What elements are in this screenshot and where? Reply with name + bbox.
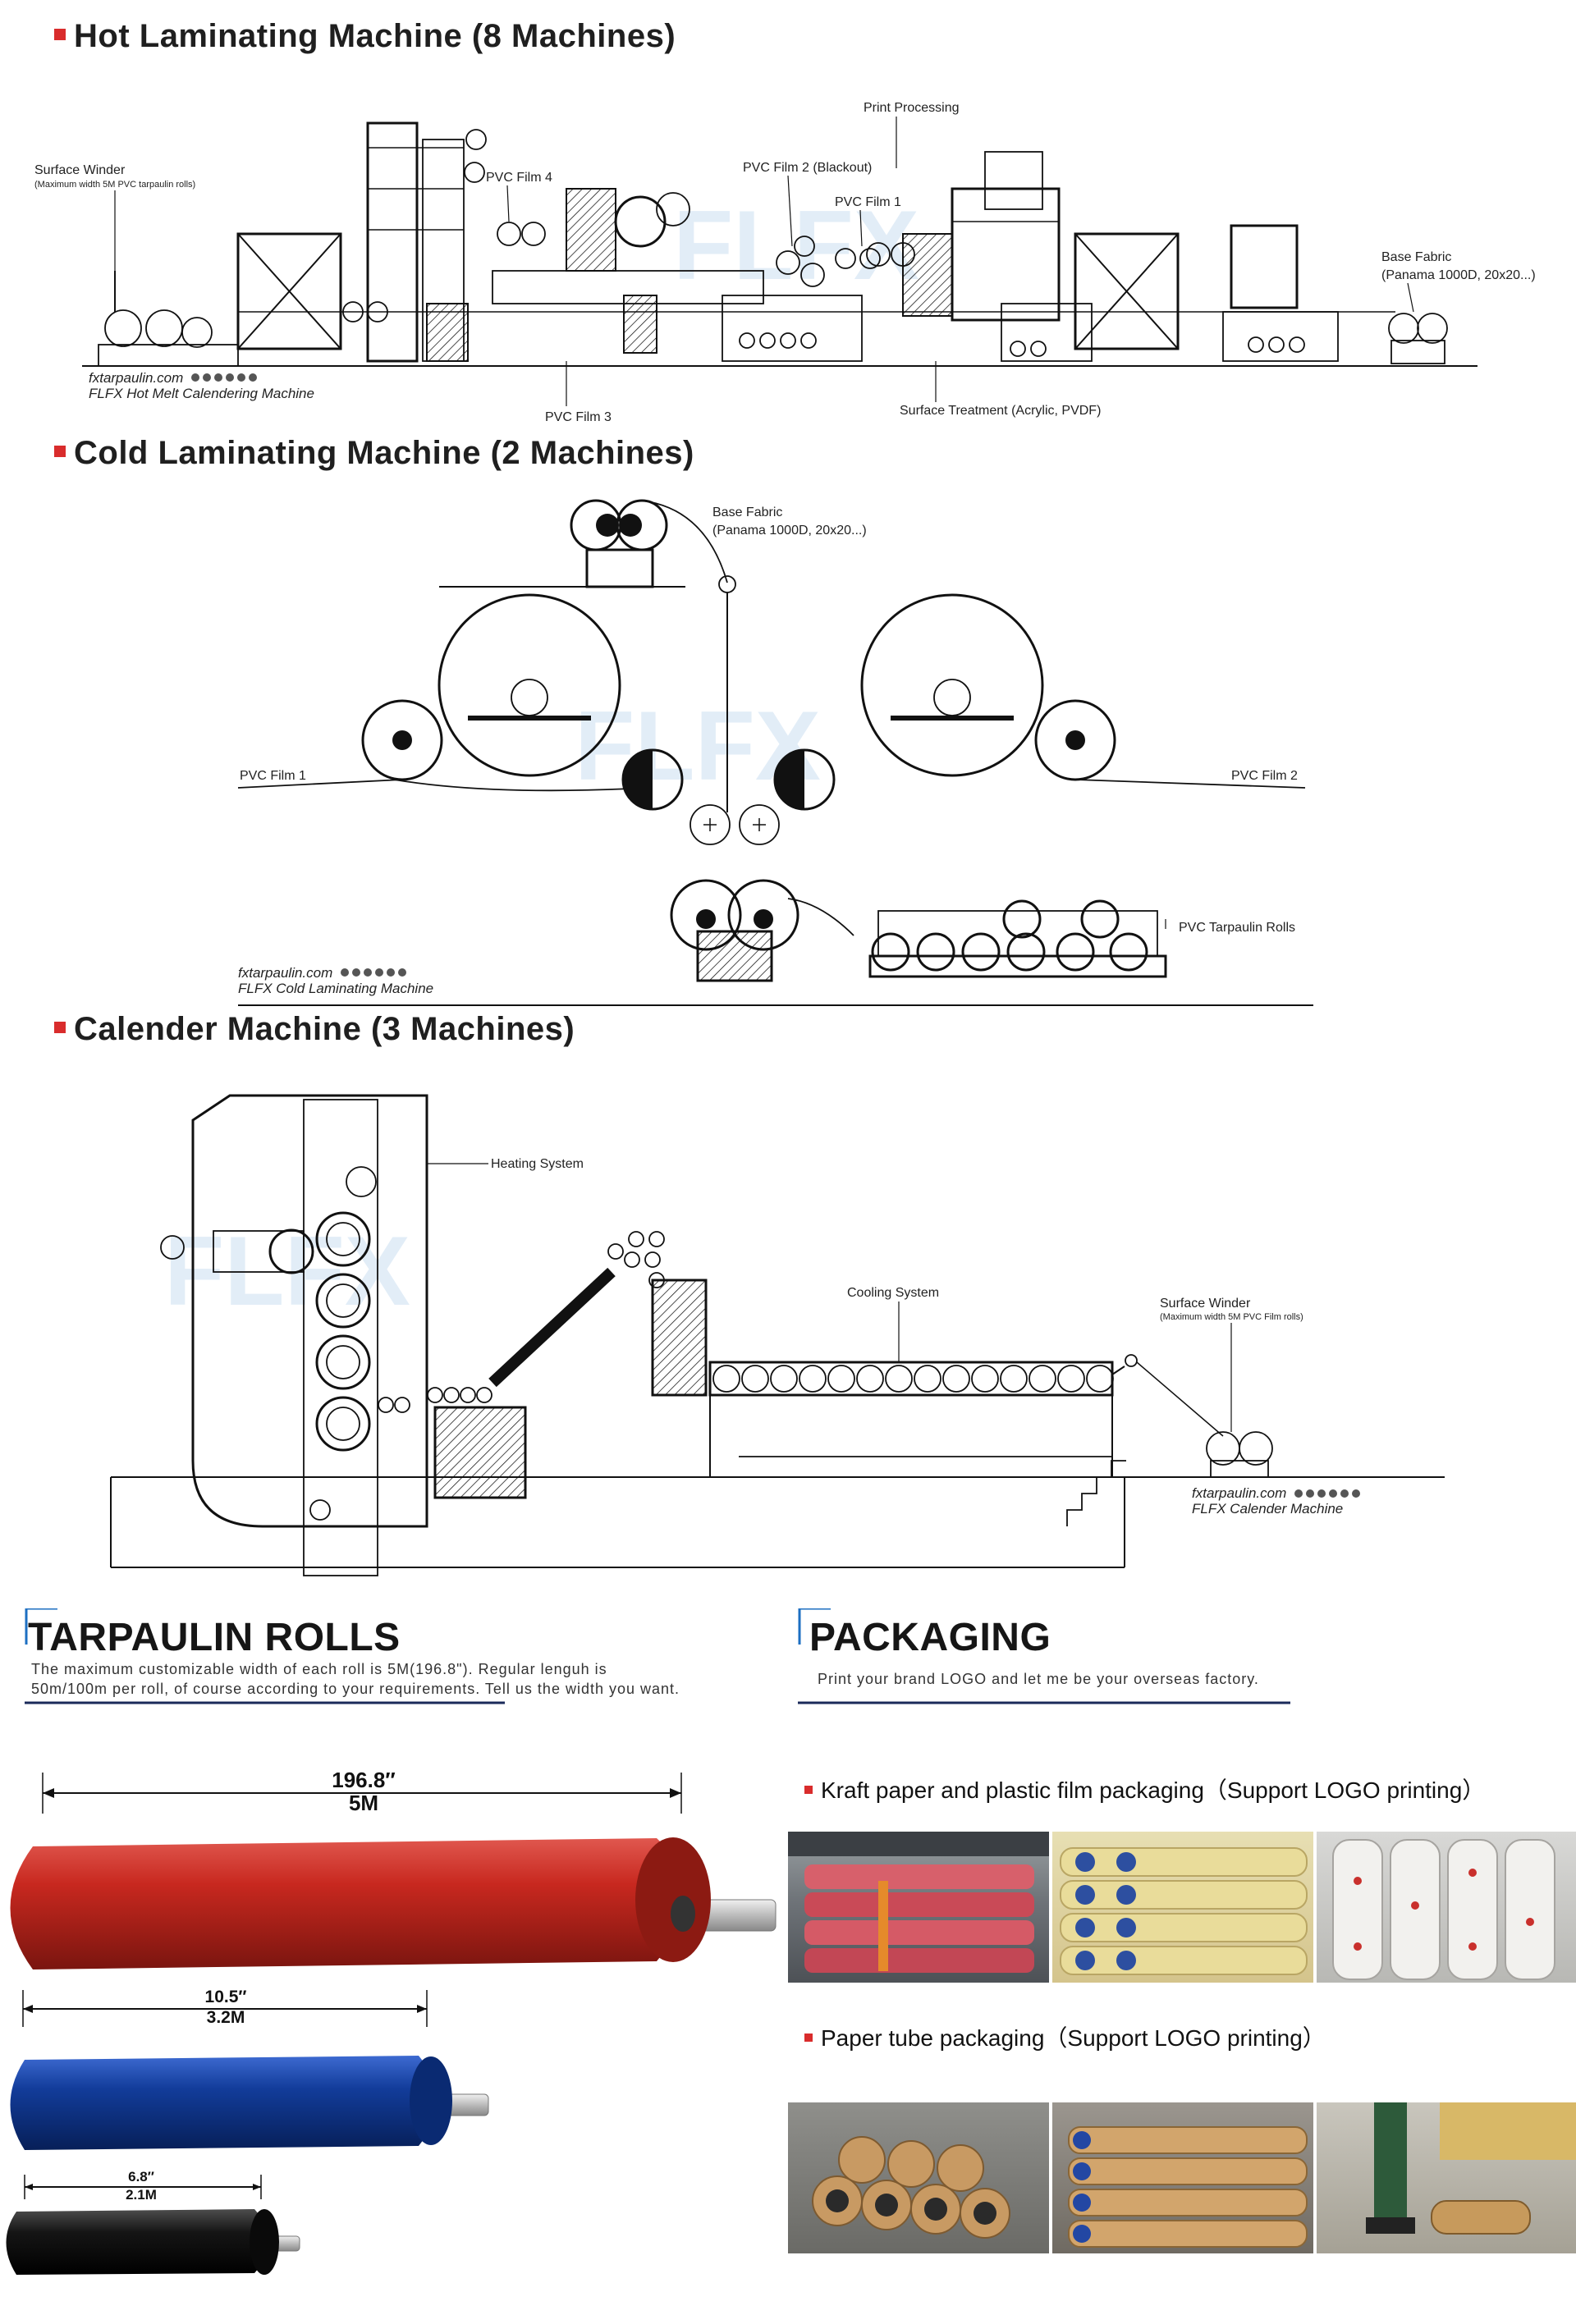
dim-5m-metric: 5M <box>349 1791 378 1815</box>
red-roll <box>10 1837 777 1969</box>
label-base-fabric-note: (Panama 1000D, 20x20...) <box>712 524 867 538</box>
kraft-photo-1-art <box>788 1832 1049 1973</box>
mid-machinery <box>342 188 953 362</box>
left-drum <box>237 593 684 811</box>
conveyor-belt <box>488 1231 708 1397</box>
website-cold: fxtarpaulin.com <box>238 965 332 981</box>
tarpaulin-rolls-illustration: 196.8″ 5M 10.5″ 3.2M 6.8″ 2.1M <box>6 1768 777 2275</box>
label-base-fabric: Base Fabric <box>1381 250 1451 264</box>
black-roll <box>6 2209 300 2275</box>
tarpaulin-title: TARPAULIN ROLLS <box>28 1616 401 1659</box>
label-cooling-system: Cooling System <box>847 1286 939 1300</box>
title-bullet <box>54 29 66 41</box>
tarpaulin-line1: The maximum customizable width of each r… <box>31 1661 607 1677</box>
cold-laminating-section: Cold Laminating Machine (2 Machines) FLF… <box>0 427 1576 1009</box>
tarpaulin-line2: 50m/100m per roll, of course according t… <box>31 1681 680 1697</box>
label-base-fabric: Base Fabric <box>712 506 782 519</box>
tube-photo-3-art <box>1366 2102 1576 2235</box>
dim-2-1m-inch: 6.8″ <box>128 2169 154 2184</box>
tube-photo-2 <box>1052 2102 1313 2253</box>
base-fabric-unwinder <box>439 499 736 812</box>
right-drum <box>773 593 1306 811</box>
caption-cold: FLFX Cold Laminating Machine <box>238 981 433 996</box>
machine-frame-2 <box>1074 232 1180 350</box>
social-icons-calender <box>1294 1489 1360 1498</box>
title-bullet <box>54 1022 66 1034</box>
tube-photo-3 <box>1317 2102 1576 2253</box>
hot-laminating-section: Hot Laminating Machine (8 Machines) FLFX <box>0 0 1576 427</box>
cold-laminating-title: Cold Laminating Machine (2 Machines) <box>54 435 694 472</box>
label-surface-winder-note: (Maximum width 5M PVC tarpaulin rolls) <box>34 180 195 190</box>
label-bullet <box>804 1785 813 1794</box>
right-tower <box>1222 224 1339 362</box>
packaging-subtitle: Print your brand LOGO and let me be your… <box>818 1671 1259 1687</box>
surface-winder-right <box>1136 1361 1273 1478</box>
bottom-winder <box>670 879 854 982</box>
surface-winder-left <box>98 271 239 367</box>
website-hot: fxtarpaulin.com <box>89 370 183 386</box>
label-pvc-film-1: PVC Film 1 <box>240 769 306 783</box>
tube-photo-1-art <box>812 2136 1010 2239</box>
tube-photo-2-art <box>1068 2126 1308 2248</box>
label-surface-treatment: Surface Treatment (Acrylic, PVDF) <box>900 404 1101 418</box>
packaging-header-frame <box>798 1608 1290 1704</box>
calender-title: Calender Machine (3 Machines) <box>54 1011 575 1048</box>
nip-rollers <box>690 804 780 845</box>
calender-diagram: FLFX <box>110 1094 1445 1576</box>
dim-5m-inch: 196.8″ <box>332 1768 396 1792</box>
tarpaulin-roll-rack <box>868 899 1167 978</box>
caption-calender: FLFX Calender Machine <box>1192 1501 1343 1517</box>
kraft-photo-1 <box>788 1832 1049 1983</box>
label-base-fabric-note: (Panama 1000D, 20x20...) <box>1381 268 1536 282</box>
kraft-packaging-label: Kraft paper and plastic film packaging（S… <box>804 1773 1485 1805</box>
kraft-photo-3 <box>1317 1832 1576 1983</box>
label-bullet <box>804 2033 813 2042</box>
dim-3-2m-metric: 3.2M <box>207 2008 245 2027</box>
kraft-photo-2-art <box>1060 1847 1308 1975</box>
dimension-2-1m: 6.8″ 2.1M <box>24 2169 262 2203</box>
label-print-processing: Print Processing <box>864 101 960 115</box>
label-surface-winder: Surface Winder <box>1160 1297 1251 1311</box>
stairs <box>1066 1460 1126 1526</box>
kraft-photo-2 <box>1052 1832 1313 1983</box>
dim-3-2m-inch: 10.5″ <box>205 1988 247 2006</box>
website-calender: fxtarpaulin.com <box>1192 1485 1286 1501</box>
label-heating-system: Heating System <box>491 1157 584 1171</box>
blue-roll <box>10 2056 489 2150</box>
label-surface-winder-note: (Maximum width 5M PVC Film rolls) <box>1160 1312 1303 1322</box>
hot-laminating-diagram: FLFX <box>34 101 1536 424</box>
calender-frame <box>160 1094 428 1576</box>
label-pvc-film-4: PVC Film 4 <box>486 171 552 185</box>
dimension-5m: 196.8″ 5M <box>42 1768 682 1815</box>
tube-photo-1 <box>788 2102 1049 2253</box>
print-processing-unit <box>951 151 1093 362</box>
caption-hot: FLFX Hot Melt Calendering Machine <box>89 386 314 401</box>
machine-frame-1 <box>236 232 342 350</box>
base-fabric-unwinder <box>1388 313 1448 364</box>
label-pvc-film-2: PVC Film 2 (Blackout) <box>743 161 872 175</box>
title-bullet <box>54 446 66 458</box>
label-surface-winder: Surface Winder <box>34 163 126 177</box>
dimension-3-2m: 10.5″ 3.2M <box>22 1988 428 2027</box>
tarpaulin-header-frame <box>25 1608 505 1704</box>
social-icons-hot <box>191 373 257 382</box>
cold-laminating-diagram: FLFX <box>237 499 1313 1006</box>
paper-tube-packaging-label: Paper tube packaging（Support LOGO printi… <box>804 2020 1326 2053</box>
dim-2-1m-metric: 2.1M <box>126 2187 157 2203</box>
calender-section: Calender Machine (3 Machines) FLFX <box>0 1001 1576 1584</box>
label-pvc-film-3: PVC Film 3 <box>545 410 612 424</box>
watermark: FLFX <box>673 190 919 300</box>
packaging-title: PACKAGING <box>809 1616 1051 1659</box>
social-icons-cold <box>341 968 406 977</box>
cooling-rollers <box>708 1354 1138 1477</box>
label-pvc-film-2: PVC Film 2 <box>1231 769 1298 783</box>
hot-laminating-title: Hot Laminating Machine (8 Machines) <box>54 18 676 55</box>
kraft-photo-3-art <box>1332 1839 1555 1980</box>
label-pvc-film-1: PVC Film 1 <box>835 195 901 209</box>
feed-rollers <box>378 1387 527 1499</box>
label-pvc-tarpaulin-rolls: PVC Tarpaulin Rolls <box>1179 921 1295 935</box>
